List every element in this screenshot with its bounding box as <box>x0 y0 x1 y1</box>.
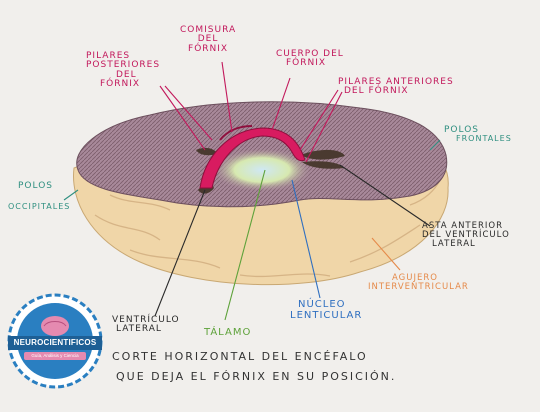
label-comisura-del-fornix: Comisura del Fórnix <box>180 25 237 54</box>
label-comisura-line1: Comisura <box>180 25 237 35</box>
label-nl-line1: Núcleo <box>298 299 346 310</box>
brain-icon <box>41 316 69 336</box>
label-cuerpo-del-fornix: Cuerpo del Fórnix <box>276 49 344 69</box>
label-pilares-anteriores: Pilares Anteriores del Fórnix <box>338 77 454 97</box>
label-vl-line2: Lateral <box>116 324 162 335</box>
neurocientificos-logo: NEUROCIENTIFICOS Guía, Análisis y Cienci… <box>6 292 104 390</box>
label-aa-line3: Lateral <box>432 238 476 249</box>
label-pf-line2: Frontales <box>456 134 512 144</box>
fornix-body <box>199 127 306 189</box>
label-agujero-interventricular: Agujero Interventricular <box>368 274 469 292</box>
anterior-horn-2 <box>302 161 344 169</box>
label-pilares-posteriores: Pilares Posteriores del Fórnix <box>86 51 161 90</box>
label-ventriculo-lateral: Ventrículo Lateral <box>112 315 180 335</box>
label-pp-line4: Fórnix <box>100 79 141 90</box>
label-nl-line2: Lenticular <box>290 309 363 321</box>
label-aa-line2: del Ventrículo <box>422 229 510 240</box>
center-glow <box>212 148 312 192</box>
label-polos-occipitales: Polos Occipitales <box>8 181 71 212</box>
label-pf-line1: Polos <box>444 125 480 135</box>
label-pp-line3: del <box>116 69 137 80</box>
label-pa-line1: Pilares Anteriores <box>338 77 454 87</box>
label-vl-line1: Ventrículo <box>112 315 180 325</box>
fornix-commissure <box>219 125 253 141</box>
label-po-line1: Polos <box>18 181 54 191</box>
label-aa-line1: Asta Anterior <box>422 221 504 231</box>
caption-line1: Corte horizontal del encéfalo <box>112 350 368 363</box>
posterior-horn <box>196 147 218 156</box>
label-po-line2: Occipitales <box>8 202 71 212</box>
logo-subtext: Guía, Análisis y Ciencia <box>31 353 79 358</box>
caption-line2: que deja el fórnix en su posición. <box>116 370 397 383</box>
label-comisura-line3: Fórnix <box>188 43 229 54</box>
label-polos-frontales: Polos Frontales <box>444 125 512 144</box>
label-pa-line2: del Fórnix <box>344 86 409 97</box>
label-nucleo-lenticular: Núcleo Lenticular <box>290 299 363 321</box>
gyri-lines <box>94 179 441 278</box>
label-talamo: Tálamo <box>204 327 252 338</box>
label-asta-anterior: Asta Anterior del Ventrículo Lateral <box>422 222 510 249</box>
label-comisura-line2: del <box>197 34 219 45</box>
pointer-lines <box>63 61 441 321</box>
label-ai-line1: Agujero <box>392 273 438 283</box>
label-pp-line2: Posteriores <box>86 60 161 71</box>
label-ai-line2: Interventricular <box>368 281 469 292</box>
label-cuerpo-line2: Fórnix <box>286 58 327 69</box>
label-pp-line1: Pilares <box>86 51 131 61</box>
logo-svg <box>7 293 103 389</box>
label-cuerpo-line1: Cuerpo del <box>276 49 344 59</box>
logo-text: NEUROCIENTIFICOS <box>13 338 97 347</box>
